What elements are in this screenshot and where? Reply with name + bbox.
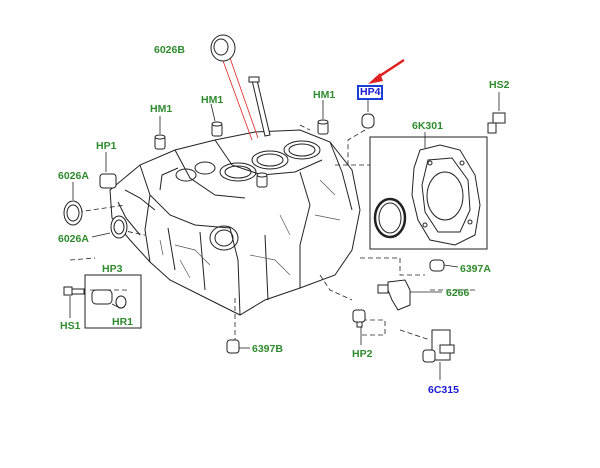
label-6K301[interactable]: 6K301 <box>412 120 443 132</box>
hs2-bolt <box>487 92 506 134</box>
label-6026A-top[interactable]: 6026A <box>58 170 89 182</box>
label-hp2[interactable]: HP2 <box>352 348 373 360</box>
plug-6026B <box>210 34 236 62</box>
hp3-group <box>84 274 142 329</box>
rear-seal-kit <box>369 132 488 250</box>
label-6266[interactable]: 6266 <box>446 287 470 299</box>
highlight-arrow <box>368 58 405 84</box>
cylinder-block <box>109 129 361 316</box>
label-hm1-center[interactable]: HM1 <box>201 94 224 106</box>
hm1-leaders <box>159 100 324 134</box>
label-6026A-bottom[interactable]: 6026A <box>58 233 89 245</box>
plug-6397A <box>429 259 459 272</box>
label-6026B[interactable]: 6026B <box>154 44 185 56</box>
plugs-6026A <box>63 182 128 239</box>
hp2-plug <box>352 309 366 345</box>
label-hs1[interactable]: HS1 <box>60 320 81 332</box>
plug-leader-lines <box>221 57 259 141</box>
label-hp4[interactable]: HP4 <box>357 85 384 100</box>
plug-6397B <box>226 339 250 354</box>
sensor-6266 <box>377 279 442 311</box>
label-6C315[interactable]: 6C315 <box>428 384 459 396</box>
label-hp3[interactable]: HP3 <box>102 263 123 275</box>
dipstick-tube <box>248 76 271 137</box>
label-hm1-right[interactable]: HM1 <box>313 89 336 101</box>
label-hm1-left[interactable]: HM1 <box>150 103 173 115</box>
cylinder-bores <box>175 140 321 251</box>
sensor-6C315 <box>422 329 455 380</box>
label-6397B[interactable]: 6397B <box>252 343 283 355</box>
hp1-plug <box>99 152 117 189</box>
block-ribs <box>159 179 341 279</box>
dashed-connectors <box>69 124 475 341</box>
hp4-plug <box>361 99 375 129</box>
hs1-bolt <box>63 286 85 318</box>
label-hr1[interactable]: HR1 <box>112 316 134 328</box>
label-hs2[interactable]: HS2 <box>489 79 510 91</box>
label-6397A[interactable]: 6397A <box>460 263 491 275</box>
hm1-mounts <box>154 119 329 188</box>
label-hp1[interactable]: HP1 <box>96 140 117 152</box>
